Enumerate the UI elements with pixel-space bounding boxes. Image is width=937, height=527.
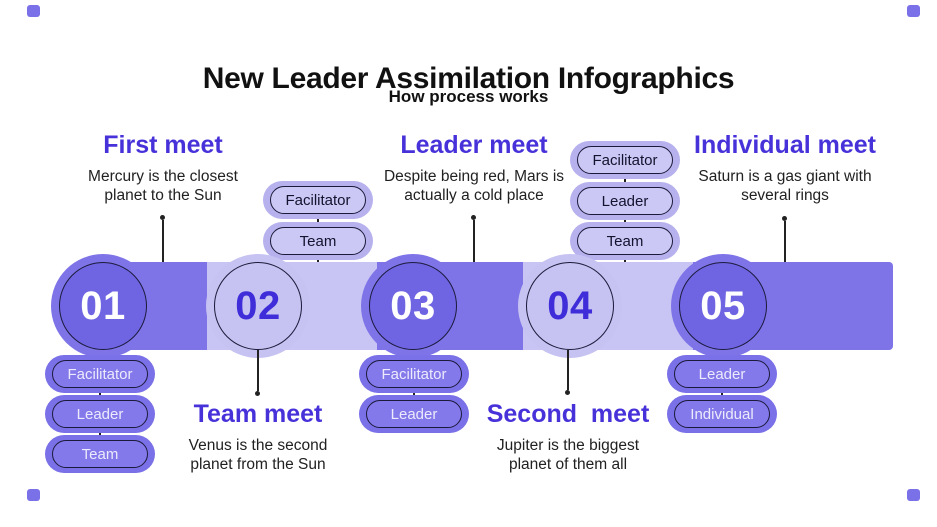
- connector-line: [567, 350, 569, 390]
- step-description-4: Jupiter is the biggest planet of them al…: [496, 437, 640, 473]
- pill-team: Team: [45, 435, 155, 473]
- step-heading-3: Leader meet: [400, 131, 548, 159]
- pill-label: Leader: [52, 400, 148, 428]
- step-note-2: Team meet Venus is the second planet fro…: [148, 399, 368, 474]
- step-description-3: Despite being red, Mars is actually a co…: [383, 168, 565, 204]
- pill-label: Team: [270, 227, 366, 255]
- pill-label: Individual: [674, 400, 770, 428]
- pill-leader: Leader: [570, 182, 680, 220]
- pill-team: Team: [263, 222, 373, 260]
- pill-label: Facilitator: [577, 146, 673, 174]
- pill-leader: Leader: [45, 395, 155, 433]
- connector-line: [162, 220, 164, 262]
- step-number-4: 04: [547, 283, 593, 328]
- step-number-5: 05: [700, 283, 746, 328]
- pill-individual: Individual: [667, 395, 777, 433]
- pill-leader: Leader: [359, 395, 469, 433]
- pill-label: Facilitator: [52, 360, 148, 388]
- connector-line: [257, 350, 259, 391]
- pill-label: Leader: [366, 400, 462, 428]
- step-description-5: Saturn is a gas giant with several rings: [698, 168, 872, 204]
- corner-decoration: [27, 5, 40, 17]
- step-description-2: Venus is the second planet from the Sun: [188, 437, 328, 473]
- corner-decoration: [27, 489, 40, 501]
- pill-label: Facilitator: [270, 186, 366, 214]
- step-note-4: Second meet Jupiter is the biggest plane…: [458, 399, 678, 474]
- pill-label: Team: [577, 227, 673, 255]
- step-note-1: First meet Mercury is the closest planet…: [53, 130, 273, 205]
- pill-team: Team: [570, 222, 680, 260]
- connector-dot: [160, 215, 165, 220]
- step-description-1: Mercury is the closest planet to the Sun: [88, 168, 238, 204]
- connector-line: [784, 221, 786, 262]
- connector-dot: [471, 215, 476, 220]
- step-number-1: 01: [80, 283, 126, 328]
- connector-dot: [565, 390, 570, 395]
- pill-label: Team: [52, 440, 148, 468]
- step-note-3: Leader meet Despite being red, Mars is a…: [364, 130, 584, 205]
- step-heading-4: Second meet: [486, 400, 650, 428]
- pill-label: Leader: [674, 360, 770, 388]
- step-circle-3: 03: [369, 262, 457, 350]
- pill-facilitator: Facilitator: [45, 355, 155, 393]
- corner-decoration: [907, 5, 920, 17]
- pill-leader: Leader: [667, 355, 777, 393]
- pill-facilitator: Facilitator: [359, 355, 469, 393]
- step-note-5: Individual meet Saturn is a gas giant wi…: [675, 130, 895, 205]
- step-circle-4: 04: [526, 262, 614, 350]
- pill-label: Facilitator: [366, 360, 462, 388]
- step-heading-1: First meet: [103, 131, 223, 159]
- step-circle-2: 02: [214, 262, 302, 350]
- step-circle-1: 01: [59, 262, 147, 350]
- page-subtitle: How process works: [388, 87, 549, 106]
- pill-label: Leader: [577, 187, 673, 215]
- pill-facilitator: Facilitator: [263, 181, 373, 219]
- connector-dot: [255, 391, 260, 396]
- connector-dot: [782, 216, 787, 221]
- step-number-3: 03: [390, 283, 436, 328]
- page-title: New Leader Assimilation Infographics: [202, 62, 735, 96]
- connector-line: [473, 220, 475, 262]
- step-heading-5: Individual meet: [694, 131, 876, 159]
- pill-facilitator: Facilitator: [570, 141, 680, 179]
- step-heading-2: Team meet: [193, 400, 323, 428]
- step-circle-5: 05: [679, 262, 767, 350]
- corner-decoration: [907, 489, 920, 501]
- step-number-2: 02: [235, 283, 281, 328]
